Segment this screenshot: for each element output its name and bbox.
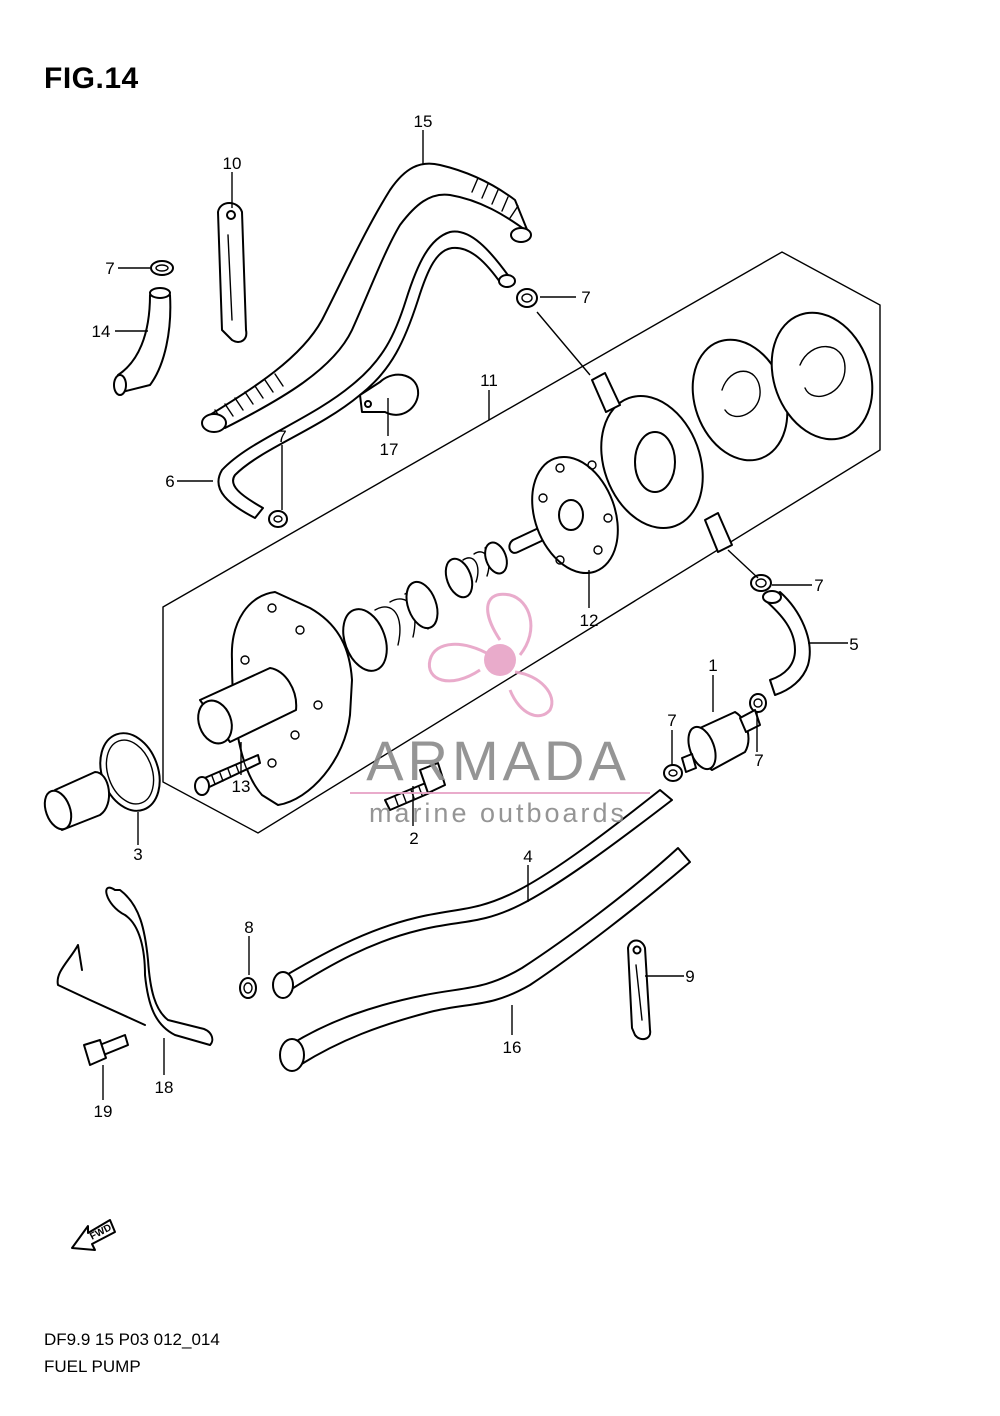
callout-7-filter-left: 7 [667,711,676,730]
clamp-17 [359,373,420,416]
callout-7-hose6: 7 [277,427,286,446]
diaphragm-12 [508,455,619,575]
callout-13: 13 [232,777,251,796]
callout-8: 8 [244,918,253,937]
strap-10 [217,202,248,343]
callout-7-upper: 7 [581,288,590,307]
callout-11: 11 [480,371,498,390]
bolt-19 [83,1034,129,1066]
spring-small [444,541,508,599]
callout-10: 10 [223,154,242,173]
callout-7-filter-right: 7 [754,751,763,770]
spring-large [342,580,439,672]
callout-9: 9 [685,967,694,986]
pump-cover [770,311,874,441]
callout-6: 6 [165,472,174,491]
watermark-brand: ARMADA [366,729,630,792]
fuel-filter-1 [681,709,761,773]
hose-15 [201,162,532,433]
callout-3: 3 [133,845,142,864]
diagram-name: FUEL PUMP [44,1357,141,1376]
callout-labels: 1 2 3 4 5 6 7 7 7 7 7 7 8 9 10 11 12 13 … [92,112,859,1121]
fwd-arrow-icon: FWD [71,1219,116,1251]
screw-13 [194,754,261,796]
watermark-rule [350,792,650,794]
bolt-2 [384,762,446,811]
callout-12: 12 [580,611,599,630]
plug-3 [43,771,111,831]
clip-8 [239,977,257,999]
propeller-logo-icon [427,592,554,718]
clip-7-right [750,574,772,592]
strap-9 [627,939,652,1041]
clip-7-hose6 [268,510,288,528]
watermark-tagline: marine outboards [369,798,627,828]
callout-16: 16 [503,1038,522,1057]
leader-lines [102,130,848,1100]
callout-15: 15 [414,112,433,131]
clip-7-upper [516,288,538,308]
callout-19: 19 [94,1102,113,1121]
callout-7-top-left: 7 [105,259,114,278]
clip-7-filter-left [663,764,683,782]
pump-assembly-box [162,251,881,834]
hose-14 [113,287,172,396]
callout-18: 18 [155,1078,174,1097]
callout-1: 1 [708,656,717,675]
hose-16 [279,847,691,1072]
bracket-18 [56,886,214,1046]
pump-lower-housing [197,591,353,806]
callout-4: 4 [523,847,532,866]
hose-4 [272,789,673,999]
callout-14: 14 [92,322,111,341]
armada-watermark: ARMADA marine outboards [350,592,650,828]
pump-upper-body [591,372,733,553]
figure-title: FIG.14 [44,62,139,95]
callout-5: 5 [849,635,858,654]
model-code: DF9.9 15 P03 012_014 [44,1330,220,1349]
clip-7-filter-right [749,693,767,713]
clip-7-top-left [150,260,174,276]
callout-17: 17 [380,440,399,459]
hose-5 [762,590,811,696]
callout-2: 2 [409,829,418,848]
hose-6 [217,230,516,519]
callout-7-right: 7 [814,576,823,595]
